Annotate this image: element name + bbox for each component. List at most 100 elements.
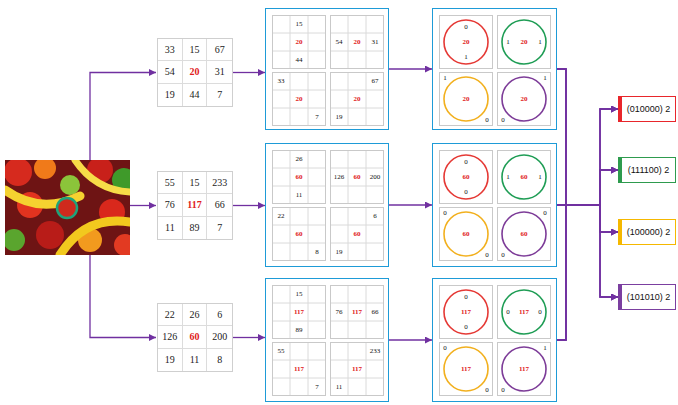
- grid-line: [273, 51, 325, 52]
- pixel-value: 31: [207, 61, 232, 83]
- pixel-value: 26: [183, 304, 208, 326]
- pixel-value: 8: [207, 349, 232, 371]
- grid-line: [308, 16, 309, 68]
- neighbor-value: 31: [372, 39, 379, 46]
- grid-line: [348, 16, 349, 68]
- pixel-grid: 33156754203119447: [157, 38, 233, 107]
- pixel-value: 7: [207, 217, 232, 239]
- direction-window: 22608: [272, 207, 326, 261]
- code-circle-outline: [502, 290, 546, 334]
- center-value: 20: [463, 39, 470, 46]
- neighbor-value: 0: [464, 159, 468, 166]
- code-panel: 0600160106000600: [432, 143, 557, 267]
- neighbor-value: 15: [296, 291, 303, 298]
- neighbor-value: 0: [485, 252, 489, 259]
- pixel-value: 55: [158, 172, 183, 194]
- neighbor-value: 0: [501, 252, 505, 259]
- neighbor-value: 1: [538, 174, 542, 181]
- grid-line: [273, 168, 325, 169]
- center-value: 20: [463, 96, 470, 103]
- center-value: 20: [296, 39, 303, 46]
- code-window: 0600: [439, 150, 493, 204]
- flow-arrow: [557, 170, 618, 205]
- pixel-value: 54: [158, 61, 183, 83]
- code-window: 1201: [497, 15, 551, 69]
- pixel-value: 7: [207, 84, 232, 106]
- code-circle-outline: [444, 155, 488, 199]
- neighbor-value: 1: [506, 174, 510, 181]
- center-value: 60: [463, 231, 470, 238]
- neighbor-value: 0: [443, 345, 447, 352]
- grid-line: [308, 73, 309, 125]
- focus-circle: [57, 198, 77, 218]
- binary-code-box: (101010) 2: [618, 284, 676, 310]
- pixel-value: 89: [183, 217, 208, 239]
- neighbor-value: 0: [506, 309, 510, 316]
- code-circle-outline: [502, 20, 546, 64]
- pixel-value: 117: [183, 194, 208, 216]
- neighbor-value: 0: [464, 189, 468, 196]
- pixel-value: 22: [158, 304, 183, 326]
- code-window: 01170: [439, 342, 493, 396]
- neighbor-value: 0: [501, 117, 505, 124]
- pixel-value: 67: [207, 39, 232, 61]
- center-value: 60: [296, 174, 303, 181]
- neighbor-value: 1: [443, 75, 447, 82]
- code-panel: 01170011700117011170: [432, 278, 557, 402]
- grid-line: [273, 108, 325, 109]
- grid-line: [273, 360, 325, 361]
- neighbor-value: 6: [373, 213, 377, 220]
- direction-window: 12660200: [330, 150, 384, 204]
- flow-arrow: [389, 339, 432, 340]
- center-value: 117: [461, 309, 471, 316]
- center-value: 117: [461, 366, 471, 373]
- code-circle-outline: [502, 212, 546, 256]
- pixel-value: 15: [183, 39, 208, 61]
- code-circle-outline: [502, 77, 546, 121]
- grid-line: [348, 208, 349, 260]
- grid-line: [366, 73, 367, 125]
- flow-arrow: [233, 337, 265, 338]
- neighbor-value: 26: [296, 156, 303, 163]
- direction-window: 551177: [272, 342, 326, 396]
- grid-line: [290, 16, 291, 68]
- flow-arrow: [557, 170, 618, 340]
- center-value: 60: [354, 231, 361, 238]
- direction-panel: 1511789761176655117723311711: [265, 278, 389, 402]
- grid-line: [331, 321, 383, 322]
- neighbor-value: 67: [372, 78, 379, 85]
- grid-line: [290, 151, 291, 203]
- binary-code: (111100) 2: [628, 166, 670, 175]
- center-value: 117: [352, 366, 362, 373]
- center-value: 60: [354, 174, 361, 181]
- grid-line: [331, 360, 383, 361]
- flow-arrow: [557, 109, 618, 340]
- code-window: 0600: [497, 207, 551, 261]
- neighbor-value: 0: [501, 387, 505, 394]
- code-circle-outline: [502, 155, 546, 199]
- grid-line: [273, 378, 325, 379]
- pixel-value: 15: [183, 172, 208, 194]
- flow-arrow: [233, 72, 265, 73]
- neighbor-value: 1: [506, 39, 510, 46]
- grid-line: [273, 321, 325, 322]
- direction-panel: 266011126602002260866019: [265, 143, 389, 267]
- pixel-value: 60: [183, 326, 208, 348]
- neighbor-value: 0: [464, 294, 468, 301]
- pixel-value: 126: [158, 326, 183, 348]
- grid-line: [273, 90, 325, 91]
- neighbor-value: 7: [315, 384, 319, 391]
- grid-line: [331, 303, 383, 304]
- pixel-value: 11: [158, 217, 183, 239]
- flow-arrow: [557, 109, 618, 205]
- direction-window: 1511789: [272, 285, 326, 339]
- neighbor-value: 1: [543, 345, 547, 352]
- center-value: 20: [521, 39, 528, 46]
- center-value: 117: [519, 366, 529, 373]
- direction-panel: 15204454203133207672019: [265, 8, 389, 130]
- neighbor-value: 66: [372, 309, 379, 316]
- pixel-grid: 5515233761176611897: [157, 171, 233, 240]
- code-window: 1200: [497, 72, 551, 126]
- grid-line: [331, 90, 383, 91]
- grid-line: [290, 73, 291, 125]
